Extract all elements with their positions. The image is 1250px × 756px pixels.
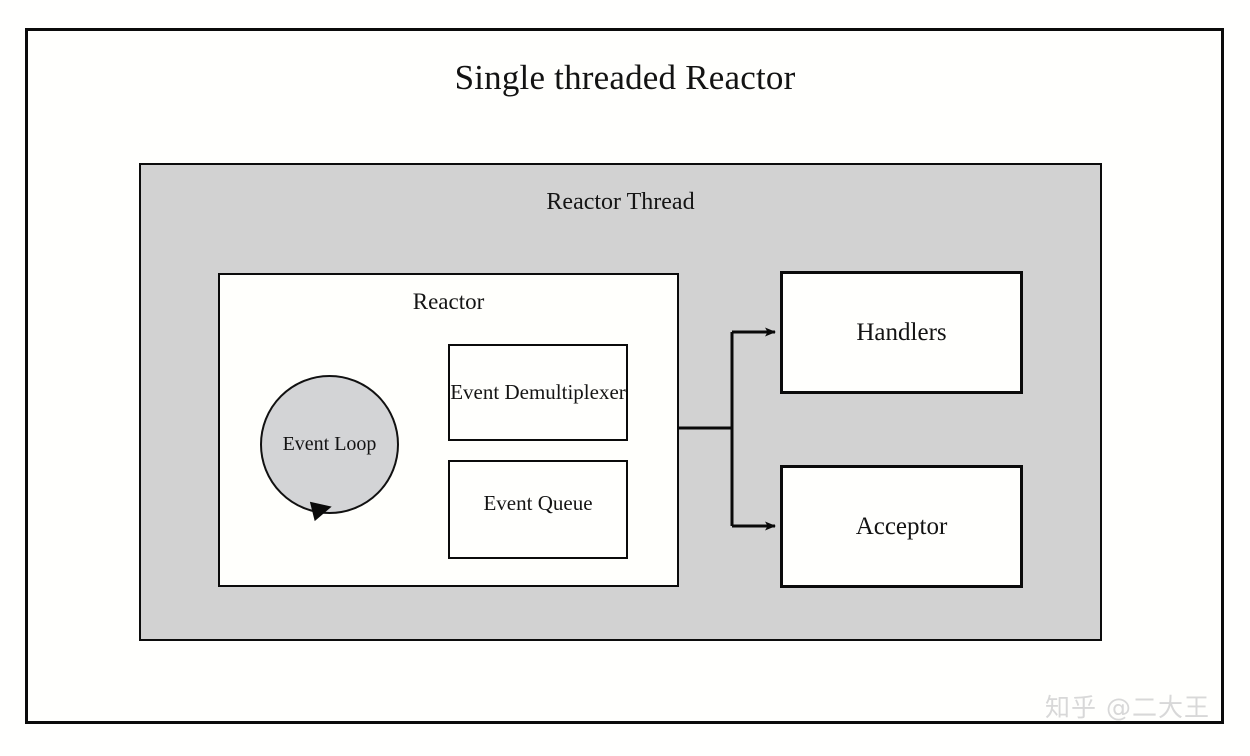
event-loop-circle [260,375,399,514]
handlers-box: Handlers [780,271,1023,394]
event-demultiplexer-label: Event Demultiplexer [450,379,626,404]
event-queue-box: Event Queue [448,460,628,559]
reactor-thread-label: Reactor Thread [546,189,695,215]
watermark: 知乎 @二大王 [1045,693,1210,722]
event-queue-label: Event Queue [483,491,593,515]
event-loop-node: Event Loop [260,375,399,522]
page-title: Single threaded Reactor [454,58,796,97]
acceptor-box: Acceptor [780,465,1023,588]
acceptor-label: Acceptor [855,512,948,540]
reactor-label: Reactor [412,289,485,314]
event-loop-label: Event Loop [282,433,377,455]
handlers-label: Handlers [856,318,947,346]
event-demultiplexer-box: Event Demultiplexer [448,344,628,441]
